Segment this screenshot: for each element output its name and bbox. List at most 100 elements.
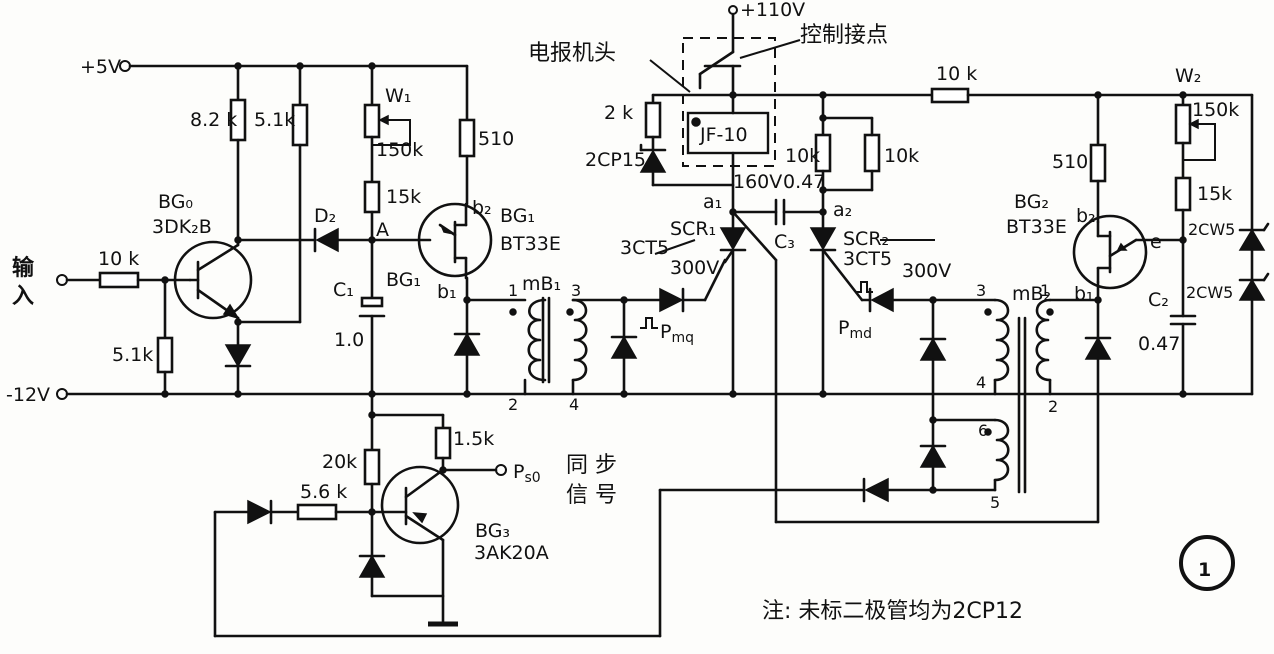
diode-sync-return <box>213 477 935 638</box>
label-note: 注: 未标二极管均为2CP12 <box>762 599 1023 624</box>
resistor-15k-left <box>363 180 381 214</box>
rail-plus5v <box>119 60 469 72</box>
label-scr2: SCR₂ <box>843 228 889 250</box>
label-pmq: Pmq <box>660 321 694 346</box>
resistors-10k-pair <box>814 93 881 230</box>
diode-to-scr1-gate <box>659 258 727 313</box>
label-bg3-type: 3AK20A <box>474 542 549 564</box>
diode-bg1-b1 <box>453 332 481 356</box>
label-mb1-p3: 3 <box>571 281 581 300</box>
label-b2-left: b₂ <box>472 197 492 219</box>
input-terminal <box>56 271 192 289</box>
label-e-right: e <box>1150 231 1162 253</box>
label-relay: JF-10 <box>699 124 748 146</box>
label-r-2k: 2 k <box>604 102 633 124</box>
diode-mb2-winding <box>919 418 947 494</box>
transistor-bg3 <box>370 465 460 545</box>
label-bg0-type: 3DK₂B <box>152 216 212 238</box>
capacitor-c1 <box>360 296 384 308</box>
label-scr1-type: 3CT5 <box>620 237 669 259</box>
transformer-mb1 <box>509 296 662 396</box>
label-mb2-p6: 6 <box>978 421 988 440</box>
label-bg2-name: BG₂ <box>1014 191 1049 213</box>
label-r-5k1-top: 5.1k <box>254 109 295 131</box>
resistor-10k-top <box>930 87 970 104</box>
label-sync-top: 同 步 <box>566 453 617 478</box>
label-a2: a₂ <box>833 199 852 221</box>
label-plus5v: +5V <box>80 56 121 78</box>
zener-2cw5-pair <box>1181 93 1270 396</box>
label-c2-val: 0.47 <box>1138 333 1180 355</box>
label-c1: C₁ <box>333 279 354 301</box>
label-r-8k2: 8.2 k <box>190 109 237 131</box>
label-160v: 160V <box>733 171 782 193</box>
label-mb1-p2: 2 <box>508 395 518 414</box>
zener-2cp15-branch <box>639 93 735 187</box>
label-r-20k: 20k <box>322 451 357 473</box>
label-a1: a₁ <box>703 191 722 213</box>
bg2-wiring <box>1084 93 1112 524</box>
label-bg1-pin: BG₁ <box>386 269 421 291</box>
label-r-10k-a: 10k <box>785 145 820 167</box>
label-zener-left: 2CP15 <box>585 149 646 171</box>
label-scr1: SCR₁ <box>670 218 716 240</box>
resistor-2k <box>644 101 662 139</box>
transformer-mb2 <box>919 296 1100 494</box>
label-scr2-v: 300V <box>902 260 951 282</box>
pulse-marker-pmd <box>855 281 873 293</box>
label-mb2-p2: 2 <box>1048 397 1058 416</box>
resistor-1k5 <box>434 426 452 460</box>
label-scr1-v: 300V <box>670 257 719 279</box>
label-ps0: Ps0 <box>513 461 541 486</box>
resistor-10k-input <box>98 271 140 289</box>
resistor-20k <box>363 448 381 486</box>
diode-d2 <box>313 227 374 253</box>
label-b1-right: b₁ <box>1074 283 1094 305</box>
input-bg3 <box>247 499 374 525</box>
mb1-secondary-diode <box>610 296 638 398</box>
label-figure-number: 1 <box>1198 559 1211 581</box>
timing-network-bg1 <box>358 62 432 398</box>
label-bg0-name: BG₀ <box>158 191 193 213</box>
resistor-15k-right <box>1174 176 1192 212</box>
label-mb2: mB₂ <box>1012 283 1051 305</box>
ujt-bg2 <box>1072 214 1148 290</box>
diode-bg2-b1 <box>1084 336 1112 360</box>
figure-number-badge <box>1179 535 1235 591</box>
label-mb1: mB₁ <box>522 273 561 295</box>
label-input-1: 输 <box>12 255 35 281</box>
diode-bg3-base <box>358 554 386 578</box>
label-bg2-type: BT33E <box>1006 216 1067 238</box>
label-bg1-type: BT33E <box>500 233 561 255</box>
bg3-stage <box>358 392 507 627</box>
label-r-5k6: 5.6 k <box>300 481 347 503</box>
label-zener-r2: 2CW5 <box>1186 283 1233 302</box>
label-scr2-type: 3CT5 <box>843 248 892 270</box>
rail-minus12v <box>56 388 1254 400</box>
label-b2-right: b₂ <box>1076 205 1096 227</box>
bg0-wiring <box>224 62 317 398</box>
label-sync-bottom: 信 号 <box>566 483 617 508</box>
label-d2: D₂ <box>314 205 336 227</box>
bg1-wiring <box>453 64 527 398</box>
resistor-510-left <box>458 118 476 158</box>
label-node-a: A <box>376 219 389 241</box>
scr1-cathode-to-mb2 <box>731 210 1100 524</box>
label-bg3-name: BG₃ <box>475 520 510 542</box>
label-bg1-name: BG₁ <box>500 205 535 227</box>
label-b1-left: b₁ <box>437 281 457 303</box>
label-w2-val: 150k <box>1192 99 1239 121</box>
label-w2: W₂ <box>1175 65 1201 87</box>
label-mb1-p4: 4 <box>569 395 579 414</box>
control-contact <box>698 5 742 115</box>
label-mb1-p1: 1 <box>508 281 518 300</box>
label-r-15k-left: 15k <box>386 186 421 208</box>
diode-bg0-emitter <box>224 344 252 368</box>
label-w1-val: 150k <box>376 139 423 161</box>
label-r-10k-b: 10k <box>884 145 919 167</box>
potentiometer-w2 <box>1174 103 1192 145</box>
label-r-in-base: 5.1k <box>112 344 153 366</box>
label-plus110v: +110V <box>740 0 805 21</box>
relay-jf10 <box>686 111 770 155</box>
